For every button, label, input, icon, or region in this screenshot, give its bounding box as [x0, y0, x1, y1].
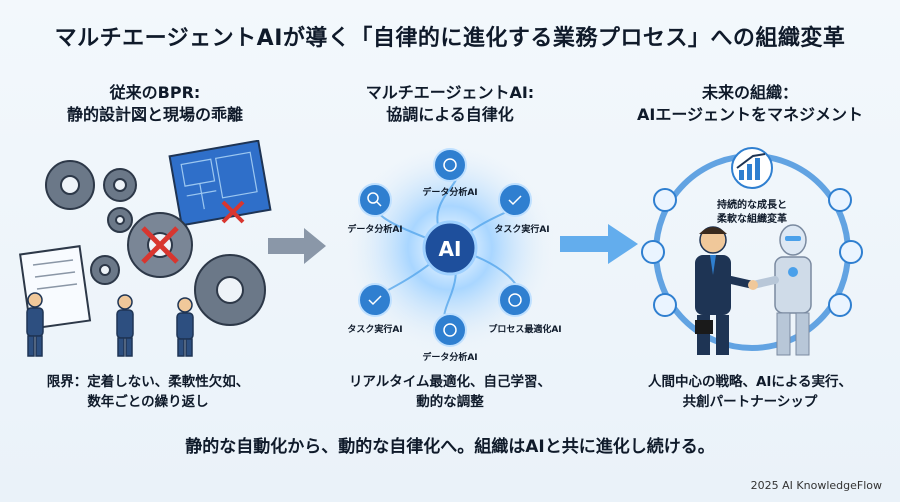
ai-hub [422, 220, 478, 276]
bulb-icon [839, 240, 863, 264]
right-heading-line1: 未来の組織： [701, 83, 798, 102]
brain-icon [443, 323, 457, 337]
right-heading: 未来の組織： AIエージェントをマネジメント [625, 82, 875, 126]
magnifier-icon [367, 192, 379, 204]
agent-node: プロセス最適化AI [488, 283, 562, 335]
right-heading-line2: AIエージェントをマネジメント [636, 105, 864, 124]
worker-figure [26, 292, 194, 357]
check-icon [368, 295, 382, 306]
agent-node-label: タスク実行AI [494, 223, 549, 235]
ai-hub-label: AI [439, 237, 462, 261]
robot-figure [774, 224, 812, 356]
left-caption-line2: 数年ごとの繰り返し [87, 394, 209, 410]
bottom-message: 静的な自動化から、動的な自律化へ。組織はAIと共に進化し続ける。 [185, 437, 715, 457]
agent-node-label: データ分析AI [422, 186, 477, 198]
human-figure [695, 226, 731, 355]
right-caption-line1: 人間中心の戦略、AIによる実行、 [647, 374, 853, 390]
center-caption-line2: 動的な調整 [416, 394, 484, 410]
agent-node: データ分析AI [347, 183, 403, 235]
page-title: マルチエージェントAIが導く「自律的に進化する業務プロセス」への組織変革 [54, 26, 846, 51]
agent-node: タスク実行AI [347, 283, 403, 335]
brain-icon [443, 158, 457, 172]
center-heading: マルチエージェントAI: 協調による自律化 [325, 82, 575, 126]
gear-icon [45, 160, 137, 233]
agent-node-label: プロセス最適化AI [488, 323, 561, 335]
agent-node: タスク実行AI [494, 183, 550, 235]
chart-icon [653, 188, 677, 212]
left-heading-line2: 静的設計図と現場の乖離 [66, 105, 243, 124]
broken-gear-icon [127, 212, 193, 278]
handshake-icon [727, 276, 779, 290]
right-caption-line2: 共創パートナーシップ [682, 394, 818, 410]
agent-node: データ分析AI [422, 148, 478, 198]
center-caption-line1: リアルタイム最適化、自己学習、 [348, 374, 552, 390]
gear-icon [508, 293, 522, 307]
left-heading: 従来のBPR: 静的設計図と現場の乖離 [30, 82, 280, 126]
right-caption: 人間中心の戦略、AIによる実行、 共創パートナーシップ [620, 372, 880, 412]
transition-arrow-icon [268, 228, 326, 264]
evolution-arrow-icon [560, 224, 638, 264]
center-caption: リアルタイム最適化、自己学習、 動的な調整 [320, 372, 580, 412]
left-caption: 限界：定着しない、柔軟性欠如、 数年ごとの繰り返し [18, 372, 278, 412]
bar-chart-icon [641, 240, 665, 264]
check-gear-icon [508, 195, 522, 206]
multi-agent-network: AI データ分析AI タスク実行AI プロセス最適化AI データ分析AI タスク… [345, 143, 562, 363]
left-caption-line1: 限界：定着しない、柔軟性欠如、 [46, 374, 250, 390]
cross-icon [221, 200, 245, 224]
right-center-text-line1: 持続的な成長と [717, 198, 787, 211]
growth-chart-icon [731, 147, 773, 189]
briefcase-icon [695, 320, 713, 334]
legacy-bpr-illustration [19, 140, 272, 357]
blueprint-icon [168, 140, 272, 227]
right-center-text-line2: 柔軟な組織変革 [716, 212, 787, 225]
future-organization-illustration: 持続的な成長と 柔軟な組織変革 [641, 147, 863, 356]
left-heading-line1: 従来のBPR: [109, 83, 201, 102]
ai-chip-icon [828, 188, 852, 212]
gear-icon [828, 293, 852, 317]
agent-node-label: タスク実行AI [347, 323, 402, 335]
center-heading-line2: 協調による自律化 [386, 105, 514, 124]
copyright: 2025 AI KnowledgeFlow [750, 479, 882, 492]
gear-icon [653, 293, 677, 317]
agent-node-label: データ分析AI [347, 223, 402, 235]
center-heading-line1: マルチエージェントAI: [365, 83, 535, 102]
agent-node-label: データ分析AI [422, 351, 477, 363]
agent-node: データ分析AI [422, 313, 478, 363]
